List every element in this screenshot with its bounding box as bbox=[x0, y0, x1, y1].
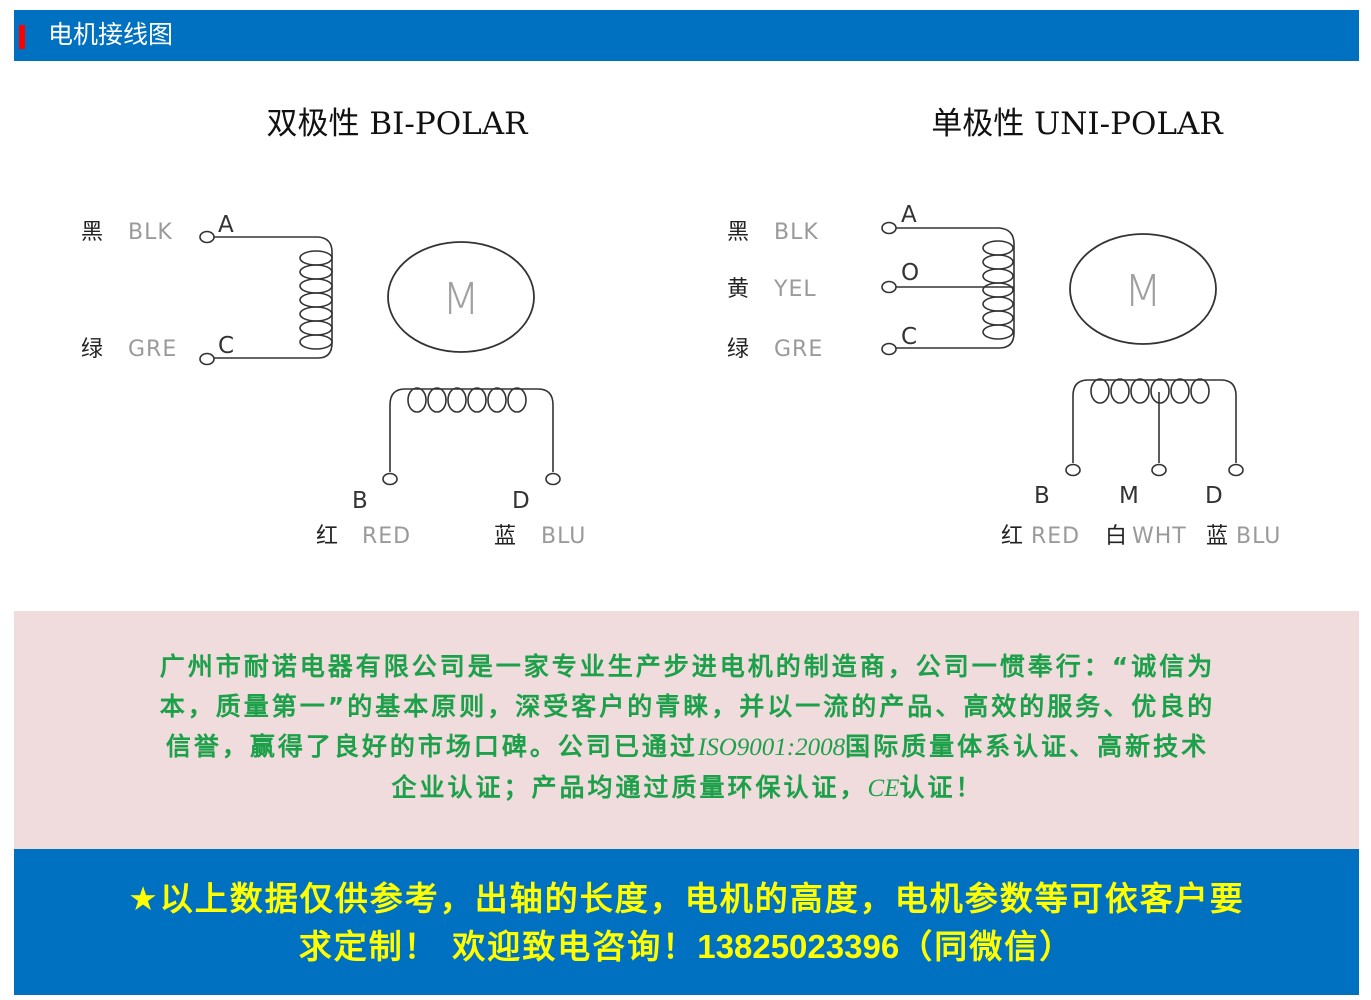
wire-label-cn: 白 bbox=[1105, 524, 1127, 549]
company-intro-text: 广州市耐诺电器有限公司是一家专业生产步进电机的制造商，公司一惯奉行：“诚信为 本… bbox=[20, 647, 1355, 809]
motor-label: M bbox=[442, 274, 480, 325]
terminal-icon bbox=[1228, 463, 1244, 477]
intro-text-segment: 信誉，赢得了良好的市场口碑。公司已通过 bbox=[165, 732, 698, 761]
motor-icon bbox=[1069, 233, 1217, 345]
wire-label-en: BLU bbox=[541, 524, 586, 549]
intro-text-segment: 企业认证；产品均通过质量环保认证， bbox=[391, 773, 868, 802]
terminal-icon bbox=[545, 472, 561, 486]
wire-label-en: RED bbox=[1031, 524, 1080, 549]
pin-label: M bbox=[1119, 483, 1139, 509]
notice-line: ★以上数据仅供参考，出轴的长度，电机的高度，电机参数等可依客户要 bbox=[128, 879, 1245, 918]
wire-label-en: WHT bbox=[1132, 524, 1187, 549]
wire-label-en: GRE bbox=[774, 337, 823, 362]
terminal-icon bbox=[199, 352, 215, 366]
bipolar-diagram: 双极性 BI-POLAR 黑 BLK 绿 GRE A C M bbox=[81, 106, 586, 549]
pin-label: D bbox=[512, 488, 530, 514]
terminal-icon bbox=[199, 230, 215, 244]
pin-label: B bbox=[1034, 483, 1050, 509]
pin-label: O bbox=[901, 260, 919, 286]
wire-label-en: YEL bbox=[773, 277, 817, 302]
wire-label-cn: 黑 bbox=[81, 220, 103, 245]
wire-label-cn: 蓝 bbox=[1206, 524, 1228, 549]
coil-wire bbox=[1072, 379, 1237, 463]
wire-label-en: BLU bbox=[1236, 524, 1281, 549]
wire-label-cn: 绿 bbox=[81, 337, 103, 362]
phone-number: 13825023396 bbox=[697, 928, 900, 965]
notice-text: ★以上数据仅供参考，出轴的长度，电机的高度，电机参数等可依客户要 求定制！ 欢迎… bbox=[14, 875, 1359, 971]
pin-label: D bbox=[1205, 483, 1223, 509]
wire-label-cn: 蓝 bbox=[494, 524, 516, 549]
pin-label: A bbox=[901, 202, 917, 228]
pin-label: C bbox=[218, 333, 234, 359]
coil-a-winding-icon bbox=[299, 250, 333, 350]
intro-line: 本，质量第一”的基本原则，深受客户的青睐，并以一流的产品、高效的服务、优良的 bbox=[159, 692, 1216, 721]
coil-wire bbox=[896, 227, 1015, 349]
coil-b-winding-icon bbox=[407, 387, 527, 413]
bipolar-title: 双极性 BI-POLAR bbox=[267, 106, 530, 142]
intro-text-segment: 认证！ bbox=[899, 773, 984, 802]
coil-b-winding-icon bbox=[1090, 378, 1210, 404]
notice-text-segment: 求定制！ 欢迎致电咨询！ bbox=[298, 927, 698, 966]
terminal-icon bbox=[881, 221, 897, 235]
wire-label-cn: 黄 bbox=[727, 277, 749, 302]
wire-label-en: BLK bbox=[774, 220, 819, 245]
pin-label: A bbox=[218, 212, 234, 238]
terminal-icon bbox=[881, 280, 897, 294]
wire-label-cn: 红 bbox=[1001, 524, 1023, 549]
wire-label-en: BLK bbox=[128, 220, 173, 245]
unipolar-title: 单极性 UNI-POLAR bbox=[931, 106, 1224, 142]
wire-label-cn: 黑 bbox=[727, 220, 749, 245]
notice-text-segment: （同微信） bbox=[899, 927, 1075, 966]
pin-label: B bbox=[352, 488, 368, 514]
ce-cert-label: CE bbox=[867, 775, 900, 802]
coil-wire bbox=[389, 388, 554, 472]
terminal-icon bbox=[382, 472, 398, 486]
intro-line: 信誉，赢得了良好的市场口碑。公司已通过ISO9001:2008国际质量体系认证、… bbox=[20, 727, 1355, 768]
notice-line: 求定制！ 欢迎致电咨询！13825023396（同微信） bbox=[14, 923, 1359, 971]
terminal-icon bbox=[1065, 463, 1081, 477]
intro-text-segment: 国际质量体系认证、高新技术 bbox=[845, 732, 1210, 761]
coil-a-winding-icon bbox=[982, 240, 1014, 340]
header-marker bbox=[19, 25, 25, 49]
company-intro-panel: 广州市耐诺电器有限公司是一家专业生产步进电机的制造商，公司一惯奉行：“诚信为 本… bbox=[14, 611, 1359, 849]
wiring-diagram: 双极性 BI-POLAR 黑 BLK 绿 GRE A C M bbox=[81, 106, 1281, 549]
terminal-icon bbox=[881, 342, 897, 356]
wire-label-cn: 绿 bbox=[727, 337, 749, 362]
pin-label: C bbox=[901, 324, 917, 350]
wire-label-en: GRE bbox=[128, 337, 177, 362]
wire-label-cn: 红 bbox=[316, 524, 338, 549]
iso-cert-label: ISO9001:2008 bbox=[697, 734, 846, 761]
intro-line: 广州市耐诺电器有限公司是一家专业生产步进电机的制造商，公司一惯奉行：“诚信为 bbox=[159, 652, 1216, 681]
terminal-icon bbox=[1151, 463, 1167, 477]
section-title: 电机接线图 bbox=[48, 20, 174, 49]
intro-line: 企业认证；产品均通过质量环保认证，CE认证！ bbox=[20, 768, 1355, 809]
section-header: 电机接线图 bbox=[14, 10, 1359, 61]
unipolar-diagram: 单极性 UNI-POLAR 黑 BLK 黄 YEL 绿 GRE A O C M bbox=[727, 106, 1281, 549]
wire-label-en: RED bbox=[362, 524, 411, 549]
motor-label: M bbox=[1124, 266, 1162, 317]
customization-notice-panel: ★以上数据仅供参考，出轴的长度，电机的高度，电机参数等可依客户要 求定制！ 欢迎… bbox=[14, 849, 1359, 995]
motor-icon bbox=[387, 241, 535, 353]
